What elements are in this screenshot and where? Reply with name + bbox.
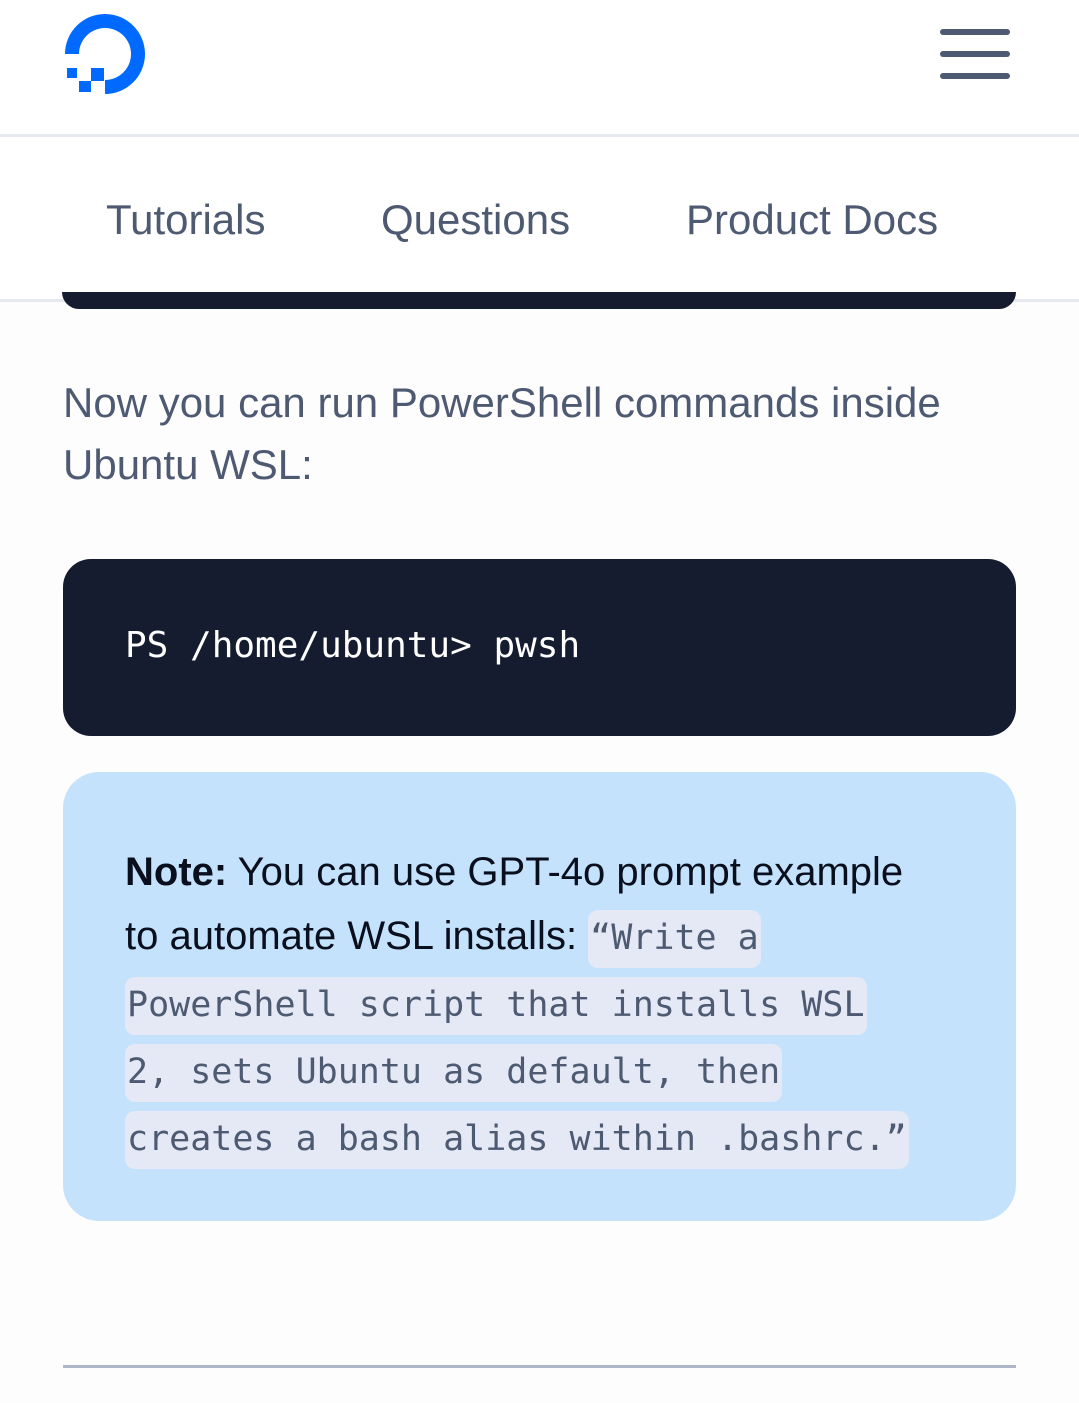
tab-questions[interactable]: Questions: [381, 196, 571, 243]
tab-tutorials[interactable]: Tutorials: [106, 196, 266, 243]
section-tabs: Tutorials Questions Product Docs: [0, 137, 1079, 302]
previous-code-block-edge: [62, 292, 1016, 309]
code-block[interactable]: PS /home/ubuntu> pwsh: [63, 559, 1016, 736]
hamburger-menu-icon[interactable]: [936, 26, 1012, 82]
note-callout: Note: You can use GPT-4o prompt example …: [63, 772, 1016, 1221]
note-body: Note: You can use GPT-4o prompt example …: [125, 840, 925, 1172]
section-divider: [63, 1365, 1016, 1368]
site-header: [0, 0, 1079, 137]
digitalocean-logo-icon[interactable]: [62, 12, 148, 98]
note-label: Note:: [125, 850, 228, 894]
body-paragraph: Now you can run PowerShell commands insi…: [63, 379, 941, 488]
note-text: You can use GPT-4o prompt example to aut…: [125, 850, 904, 958]
tab-product-docs[interactable]: Product Docs: [686, 196, 939, 243]
code-text: PS /home/ubuntu> pwsh: [125, 625, 581, 666]
